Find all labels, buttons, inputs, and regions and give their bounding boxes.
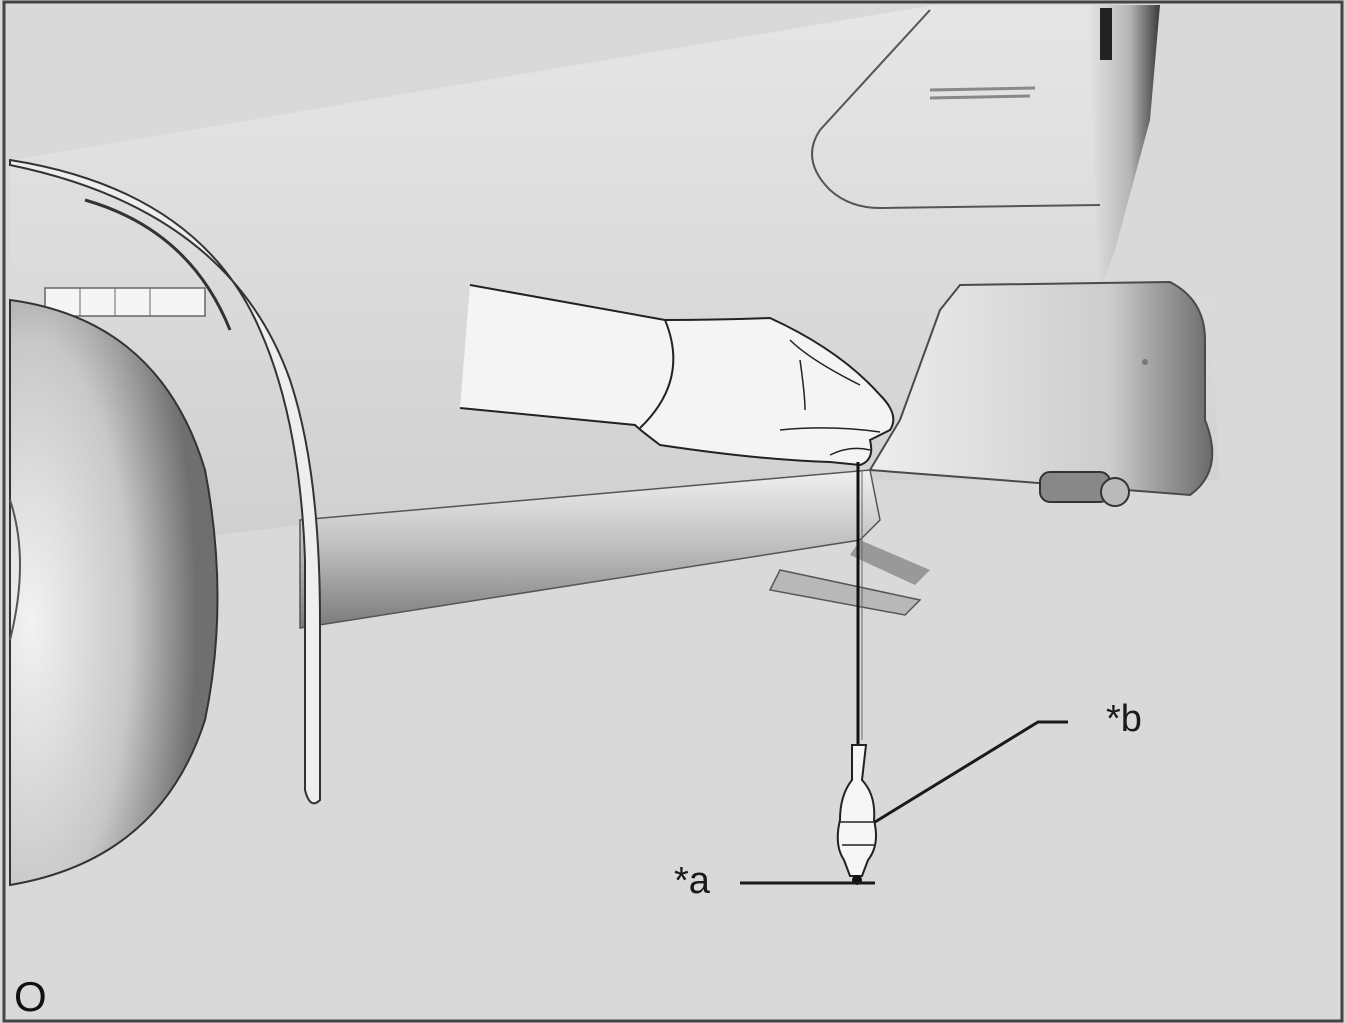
rear-bumper <box>868 280 1214 497</box>
finger-line-3 <box>779 427 881 433</box>
callout-a-label: *a <box>674 860 710 902</box>
pillar-shadow <box>1100 8 1112 60</box>
plumb-bob <box>836 744 877 877</box>
tow-bracket <box>1039 471 1111 503</box>
arch-inner-edge <box>84 198 232 331</box>
bolt-head <box>1100 477 1130 507</box>
finger-line-2 <box>799 359 806 411</box>
wheel-hub <box>9 499 21 641</box>
rear-pillar <box>1085 5 1160 290</box>
corner-mark: O <box>14 973 47 1020</box>
pipe-shadow <box>850 540 930 585</box>
tire <box>9 298 219 887</box>
quarter-window-line <box>811 9 1101 210</box>
leader-line-b <box>874 720 1068 824</box>
technician-hand <box>459 284 895 467</box>
rocker-panel <box>299 469 881 629</box>
trim-lines <box>929 86 1036 100</box>
callout-b-label: *b <box>1106 698 1142 740</box>
finger-line-1 <box>789 339 861 386</box>
underbody-pipe <box>768 569 922 616</box>
fender-flare <box>9 158 321 805</box>
finger-tip <box>829 447 871 456</box>
wrist-line <box>639 319 675 429</box>
bumper-dot <box>1142 359 1148 365</box>
suspension-arm <box>44 287 206 317</box>
